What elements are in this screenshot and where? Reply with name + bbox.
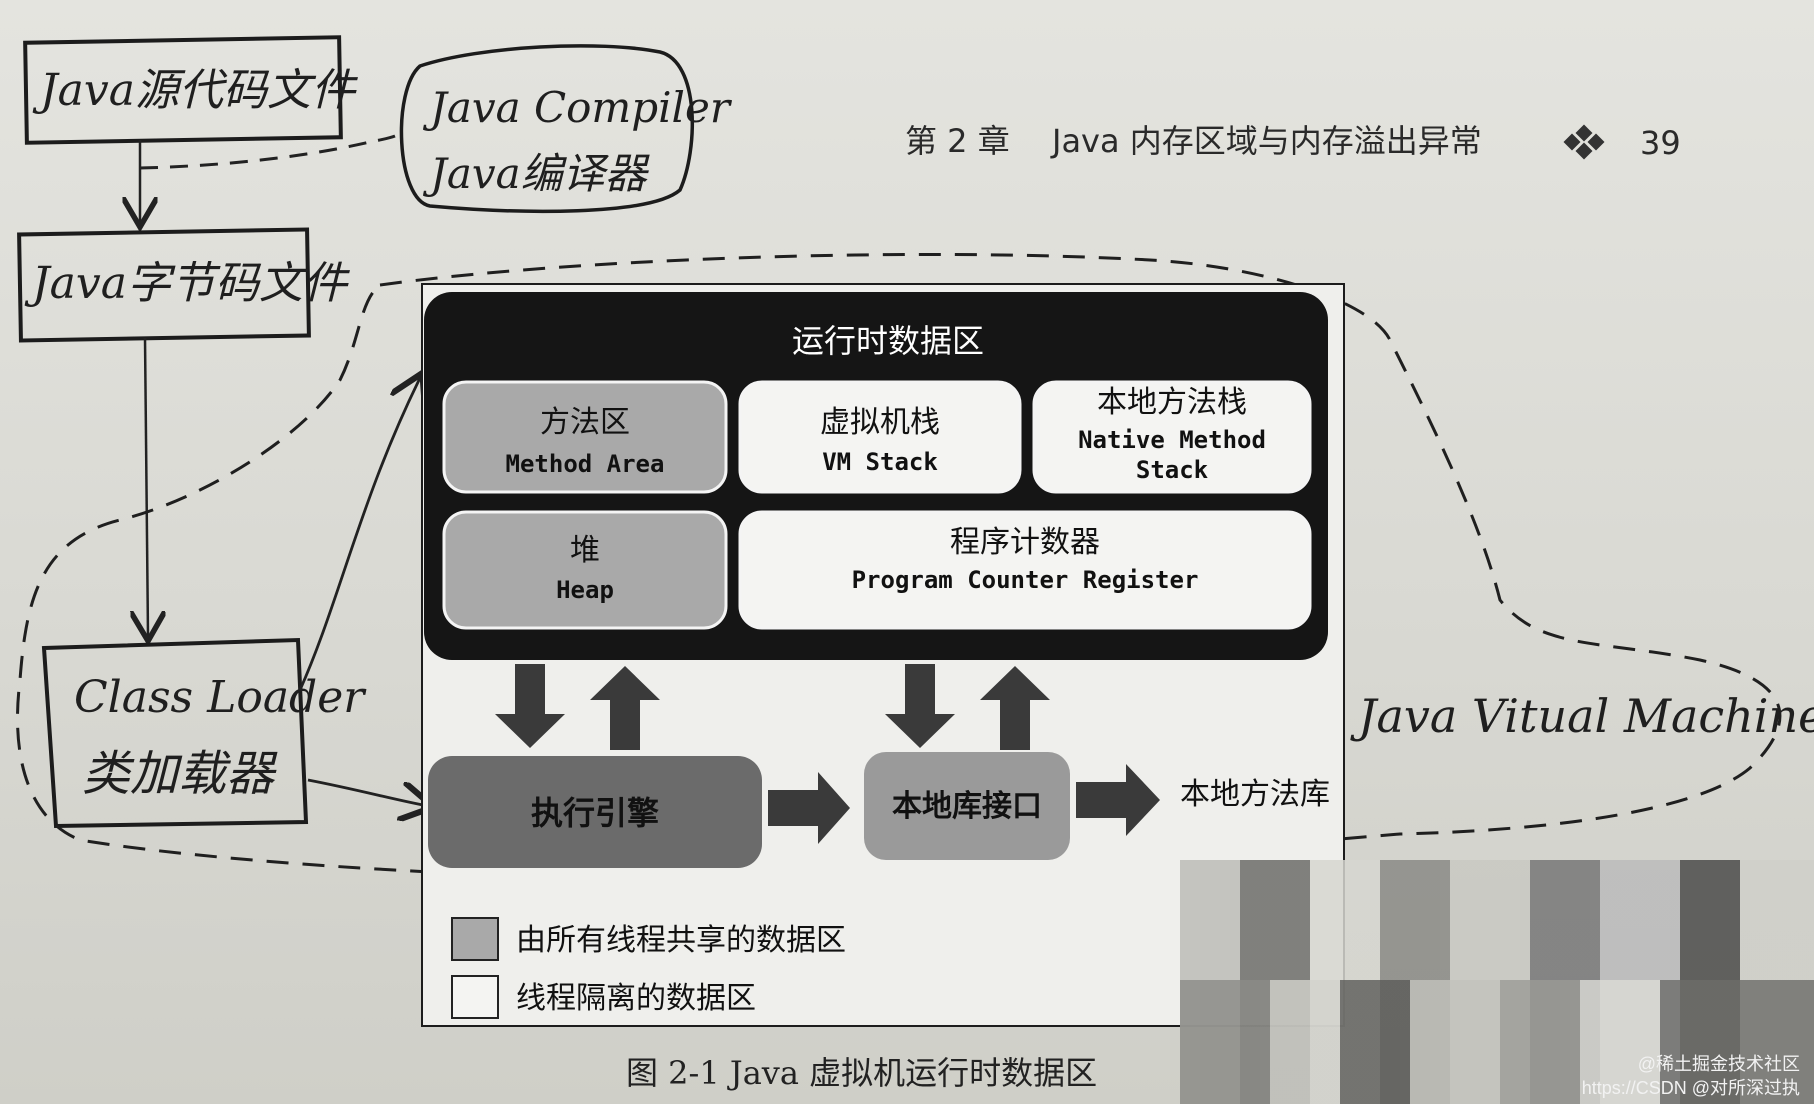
source-file-box: Java源代码文件 [23, 35, 358, 145]
arrow-bytecode-to-classloader [145, 337, 148, 636]
native-interface-block: 本地库接口 [864, 752, 1070, 860]
legend-isolated-swatch [451, 975, 499, 1019]
native-interface-label: 本地库接口 [892, 789, 1042, 824]
arrow-classloader-to-engine [307, 778, 428, 806]
native-stack-cn: 本地方法栈 [1097, 385, 1247, 420]
native-stack-en1: Native Method [1078, 426, 1266, 454]
class-loader-box: Class Loader 类加载器 [41, 637, 367, 829]
compiler-label-en: Java Compiler [422, 83, 733, 132]
native-method-stack-block: 本地方法栈 Native Method Stack [1032, 380, 1312, 494]
runtime-data-area-title: 运行时数据区 [792, 322, 984, 360]
vm-stack-block: 虚拟机栈 VM Stack [738, 380, 1022, 494]
bytecode-file-box: Java字节码文件 [17, 227, 350, 343]
bytecode-file-label: Java字节码文件 [24, 258, 350, 309]
up-arrow-icon [590, 666, 660, 750]
down-arrow-icon [885, 664, 955, 748]
pc-register-cn: 程序计数器 [950, 525, 1100, 560]
execution-engine-label: 执行引擎 [531, 794, 659, 832]
page-number: 39 [1640, 124, 1681, 162]
chapter-label: 第 2 章 [905, 122, 1010, 160]
vm-stack-cn: 虚拟机栈 [820, 405, 940, 440]
pixelated-region [1180, 980, 1814, 1104]
down-arrow-icon [495, 664, 565, 748]
vm-stack-en: VM Stack [822, 448, 938, 476]
class-loader-label-en: Class Loader [74, 672, 367, 723]
heap-cn: 堆 [570, 533, 600, 568]
method-area-cn: 方法区 [540, 405, 630, 440]
source-file-label: Java源代码文件 [32, 65, 358, 116]
jvm-label: Java Vitual Machine [1350, 689, 1814, 743]
execution-engine-block: 执行引擎 [428, 756, 762, 868]
method-area-en: Method Area [506, 450, 665, 478]
legend-isolated-label: 线程隔离的数据区 [516, 981, 756, 1016]
class-loader-label-cn: 类加载器 [82, 746, 278, 802]
legend-shared-label: 由所有线程共享的数据区 [516, 923, 846, 958]
program-counter-block: 程序计数器 Program Counter Register [738, 510, 1312, 630]
native-stack-en2: Stack [1136, 456, 1209, 484]
arrow-classloader-to-runtime [298, 378, 420, 691]
heap-block: 堆 Heap [442, 510, 728, 630]
heap-en: Heap [556, 576, 614, 604]
figure-caption: 图 2-1 Java 虚拟机运行时数据区 [626, 1054, 1097, 1092]
chapter-title: Java 内存区域与内存溢出异常 [1050, 122, 1482, 160]
method-area-block: 方法区 Method Area [442, 380, 728, 494]
compiler-label-cn: Java编译器 [422, 149, 651, 198]
compiler-bubble: Java Compiler Java编译器 [399, 44, 733, 214]
right-arrow-icon [1076, 764, 1160, 836]
pc-register-en: Program Counter Register [852, 566, 1199, 594]
up-arrow-icon [980, 666, 1050, 750]
legend-shared-swatch [451, 917, 499, 961]
compiler-dashed-link [139, 134, 396, 170]
diamond-ornament-icon [1563, 124, 1605, 160]
right-arrow-icon [768, 772, 850, 844]
native-library-label: 本地方法库 [1180, 777, 1330, 812]
